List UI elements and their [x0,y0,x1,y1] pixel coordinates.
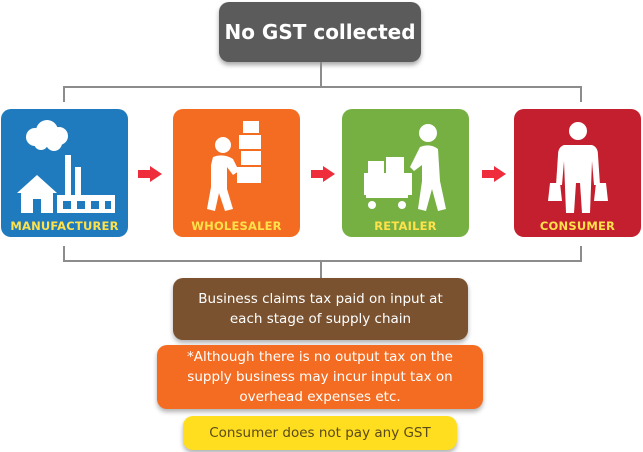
arrow-right-icon [311,166,335,182]
consumer-no-gst-text: Consumer does not pay any GST [209,425,431,441]
overhead-input-tax-note: *Although there is no output tax on the … [157,345,483,409]
person-with-cart-icon [364,124,446,211]
input-tax-claim-text: Business claims tax paid on input at eac… [198,291,443,327]
notes-connector [320,262,322,278]
bottom-bracket [63,246,582,262]
stage-label-consumer: CONSUMER [539,219,616,233]
stage-label-wholesaler: WHOLESALER [191,219,282,233]
stage-label-manufacturer: MANUFACTURER [10,219,119,233]
input-tax-claim-note: Business claims tax paid on input at eac… [173,278,468,340]
title-connector [320,62,322,86]
arrow-right-icon [482,166,506,182]
arrow-right-icon [138,166,162,182]
stage-wholesaler: WHOLESALER [173,109,300,237]
overhead-input-tax-text: *Although there is no output tax on the … [187,349,453,405]
person-with-bags-icon [548,122,608,213]
person-carrying-boxes-icon [207,121,261,211]
stage-label-retailer: RETAILER [374,219,437,233]
stage-consumer: CONSUMER [514,109,641,237]
factory-icon [17,120,115,213]
title-text: No GST collected [224,20,416,44]
stage-manufacturer: MANUFACTURER [1,109,128,237]
consumer-no-gst-note: Consumer does not pay any GST [183,416,457,450]
stage-retailer: RETAILER [342,109,469,237]
title-banner: No GST collected [219,2,421,62]
top-bracket [63,86,582,102]
